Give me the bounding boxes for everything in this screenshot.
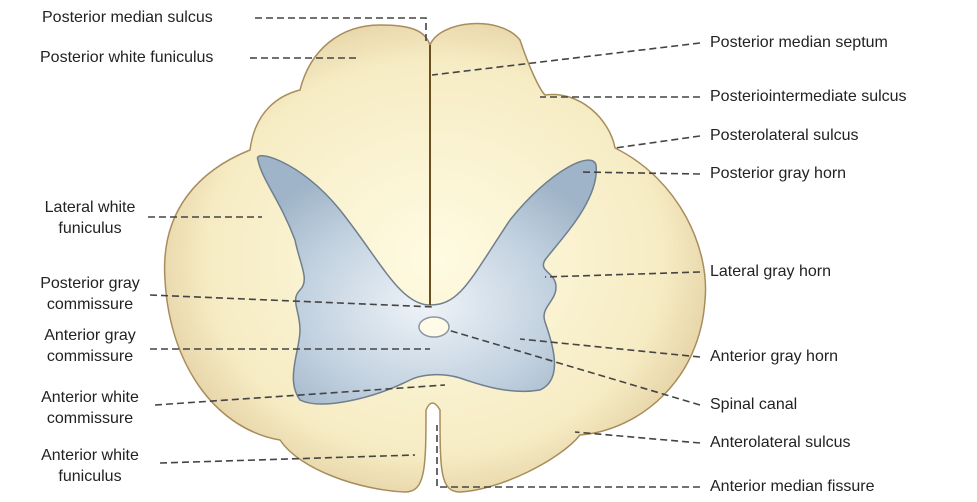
label-line: Lateral white [44,199,136,216]
label-line: commissure [46,348,134,365]
label-posterolateral-sulcus: Posterolateral sulcus [710,127,859,144]
label-anterior-median-fissure: Anterior median fissure [710,478,875,495]
label-anterior-gray-commissure: Anterior gray commissure [25,325,155,367]
label-anterior-white-funiculus: Anterior white funiculus [25,445,155,487]
label-posterior-median-septum: Posterior median septum [710,34,888,51]
label-lateral-gray-horn: Lateral gray horn [710,263,831,280]
label-lateral-white-funiculus: Lateral white funiculus [30,197,150,239]
label-posterior-gray-commissure: Posterior gray commissure [25,273,155,315]
leader-lines [148,17,701,488]
label-line: funiculus [58,468,122,485]
label-posterior-white-funiculus: Posterior white funiculus [40,49,214,66]
label-anterior-gray-horn: Anterior gray horn [710,348,839,365]
label-line: Anterior white [41,389,139,406]
label-anterior-white-commissure: Anterior white commissure [25,387,155,429]
label-posteriointermediate-sulcus: Posteriointermediate sulcus [710,88,907,105]
label-line: Anterior white [41,447,139,464]
spinal-canal [418,316,450,338]
label-spinal-canal: Spinal canal [710,396,798,413]
label-line: commissure [46,296,134,313]
label-line: Anterior gray [44,327,136,344]
label-line: funiculus [58,220,122,237]
label-line: commissure [46,410,134,427]
label-posterior-median-sulcus: Posterior median sulcus [42,9,213,26]
white-matter [163,22,707,493]
label-anterolateral-sulcus: Anterolateral sulcus [710,434,851,451]
gray-matter [256,154,597,405]
label-line: Posterior gray [40,275,140,292]
label-posterior-gray-horn: Posterior gray horn [710,165,847,182]
